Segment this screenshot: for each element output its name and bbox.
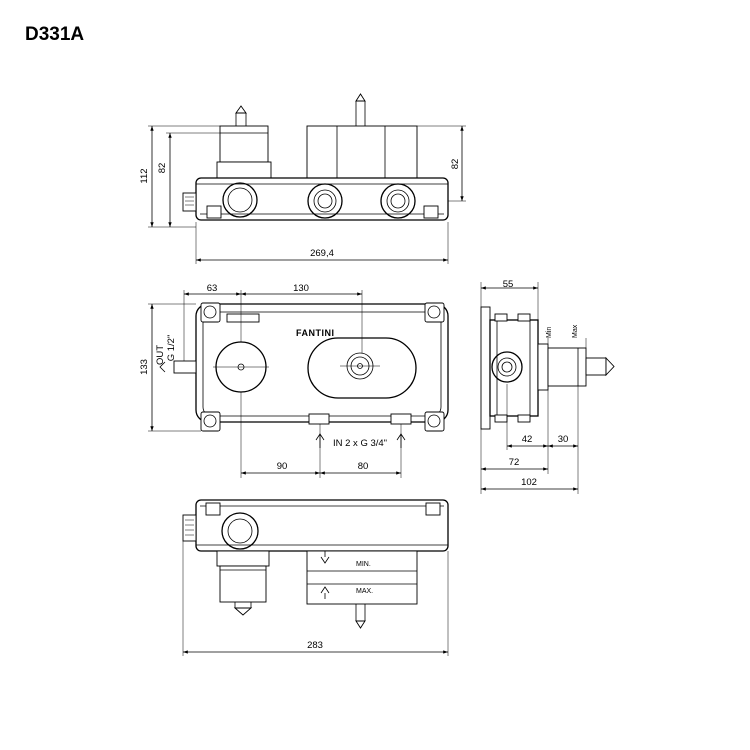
bottom-view: MIN. MAX. 283 xyxy=(182,499,449,656)
dim-42: 42 xyxy=(522,434,533,445)
front-view: FANTINI 63 130 133 OUT G 1/2" IN 2 x G 3… xyxy=(139,283,449,478)
inlet-arrow-right-icon xyxy=(396,433,406,448)
max-label: Max xyxy=(572,324,579,338)
dim-80: 80 xyxy=(358,461,369,472)
dim-112: 112 xyxy=(139,168,150,183)
side-view: 55 Min Max 42 30 72 102 xyxy=(480,279,615,494)
outlet-label: OUT xyxy=(155,345,166,365)
front-body: FANTINI xyxy=(173,302,449,432)
top-view: 112 82 82 269,4 xyxy=(139,93,466,264)
left-cartridge xyxy=(216,105,272,179)
brand-logo: FANTINI xyxy=(296,328,335,338)
dim-130: 130 xyxy=(293,283,309,294)
min-arrow-icon xyxy=(320,551,330,564)
top-body xyxy=(182,177,449,221)
dim-283: 283 xyxy=(307,640,323,651)
dim-82-right: 82 xyxy=(450,159,461,170)
drawing-title: D331A xyxy=(25,24,85,45)
dim-133: 133 xyxy=(139,359,150,375)
bottom-dimensions: 283 xyxy=(182,541,449,656)
side-dimensions: 55 Min Max 42 30 72 102 xyxy=(480,279,587,494)
dim-63: 63 xyxy=(207,283,218,294)
max-arrow-icon xyxy=(320,586,330,599)
dim-55: 55 xyxy=(503,279,514,290)
top-dimensions: 112 82 82 269,4 xyxy=(139,125,466,264)
dim-90: 90 xyxy=(277,461,288,472)
bottom-max-label: MAX. xyxy=(356,588,373,595)
dim-102: 102 xyxy=(521,477,537,488)
inlet-label: IN 2 x G 3/4" xyxy=(333,438,387,449)
bottom-min-label: MIN. xyxy=(356,561,371,568)
dim-72: 72 xyxy=(509,457,520,468)
dim-269-4: 269,4 xyxy=(310,248,334,259)
dim-30: 30 xyxy=(558,434,569,445)
outlet-thread: G 1/2" xyxy=(166,335,177,362)
min-label: Min xyxy=(546,327,553,338)
inlet-arrow-left-icon xyxy=(315,433,325,448)
side-body xyxy=(480,306,615,430)
dim-82-left: 82 xyxy=(157,163,168,174)
right-cartridge xyxy=(306,93,418,179)
front-dimensions: 63 130 133 OUT G 1/2" IN 2 x G 3/4" 90 8… xyxy=(139,283,406,478)
bottom-body: MIN. MAX. xyxy=(182,499,449,629)
outlet-arrow-icon xyxy=(159,361,166,373)
